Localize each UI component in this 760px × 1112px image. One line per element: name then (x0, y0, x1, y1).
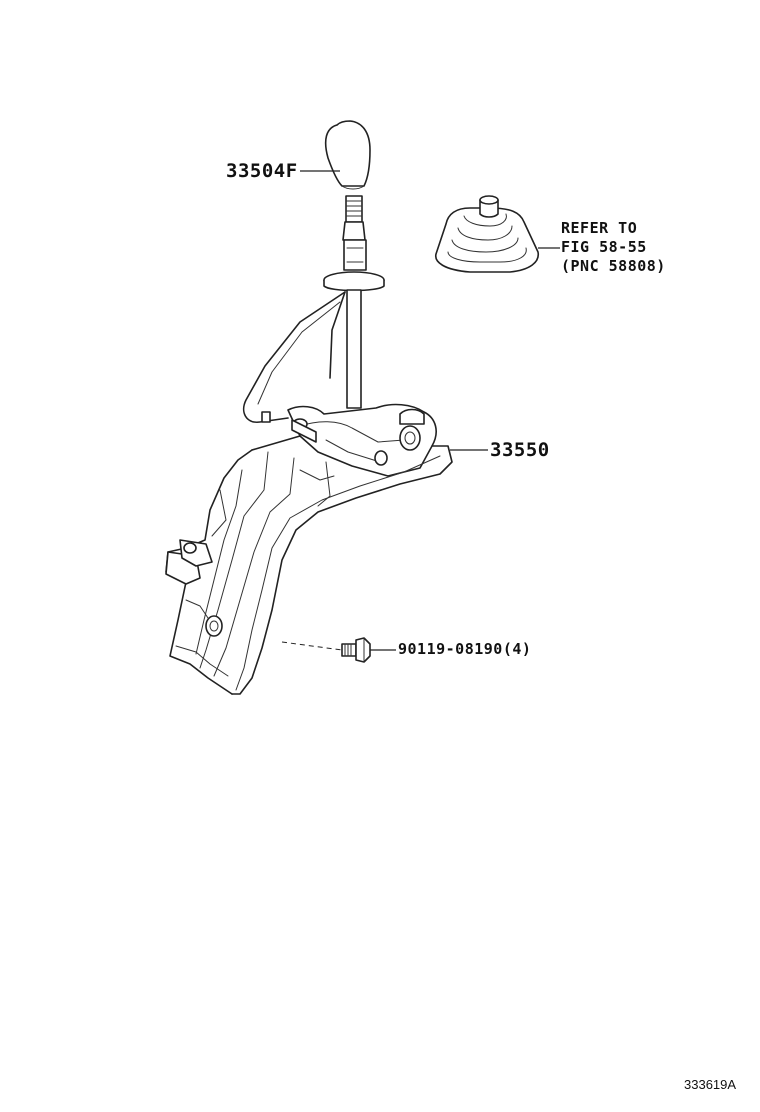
reference-line-2: FIG 58-55 (561, 238, 647, 256)
bolt-drawing (341, 637, 371, 663)
part-label-bolt: 90119-08190(4) (398, 640, 532, 658)
lever-shaft-drawing (323, 195, 385, 409)
part-label-knob: 33504F (226, 160, 298, 182)
part-label-housing: 33550 (490, 439, 550, 461)
reference-line-1: REFER TO (561, 219, 638, 237)
figure-id: 333619A (684, 1077, 737, 1092)
bolt-insertion-path (281, 641, 343, 651)
reference-line-3: (PNC 58808) (561, 257, 666, 275)
shift-knob-drawing (324, 120, 371, 190)
shift-boot-drawing (435, 195, 539, 273)
shift-lever-housing-drawing (165, 291, 453, 695)
